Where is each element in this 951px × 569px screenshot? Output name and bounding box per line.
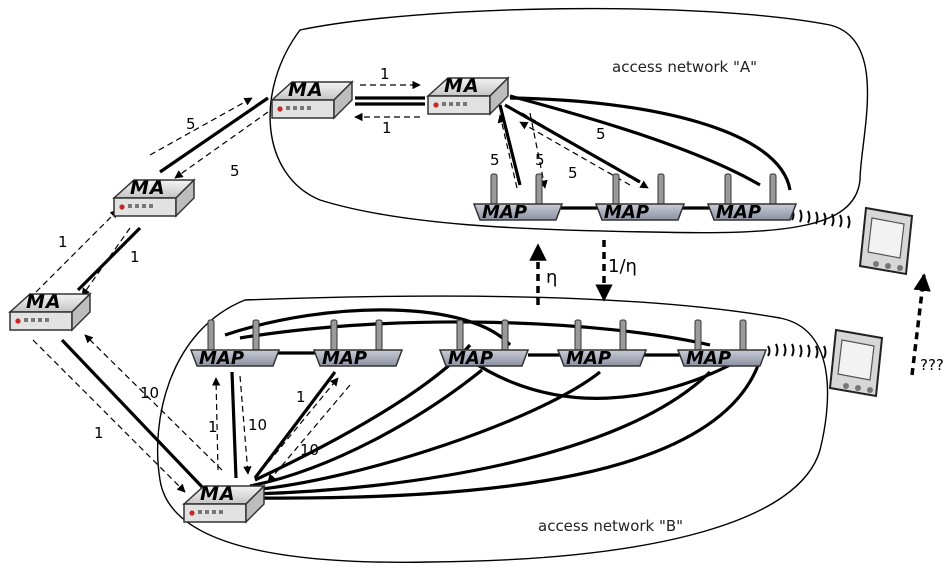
ma-label: MA (444, 75, 480, 97)
ma-node-left[interactable]: MA (9, 291, 91, 331)
edge-label: 1 (296, 388, 306, 406)
map-label: MAP (604, 202, 649, 223)
edge-label: 1 (208, 418, 218, 436)
map-label: MAP (482, 202, 527, 223)
unknown-handover-label: ??? (920, 356, 944, 374)
ma-node-network-b[interactable]: MA (183, 483, 265, 523)
wireless-links (767, 209, 851, 359)
dashed-links (32, 80, 649, 493)
edge-label: 5 (568, 164, 578, 182)
handover-arrows (529, 240, 931, 376)
handover-eta-label: η (546, 267, 557, 288)
ma-node-middle[interactable]: MA (113, 177, 195, 217)
mobile-device-network-a[interactable] (859, 207, 913, 275)
edge-label: 10 (300, 441, 319, 459)
ma-label: MA (26, 291, 62, 313)
solid-links (60, 94, 792, 500)
map-node-b1[interactable]: MAP (190, 319, 280, 369)
access-network-a-boundary (269, 7, 869, 234)
pda-icon (829, 329, 883, 397)
map-node-a1[interactable]: MAP (473, 173, 563, 223)
map-node-b4[interactable]: MAP (557, 319, 647, 369)
map-label: MAP (322, 348, 367, 369)
map-node-b2[interactable]: MAP (313, 319, 403, 369)
edge-label: 10 (248, 416, 267, 434)
ma-label: MA (130, 177, 166, 199)
edge-label: 5 (186, 115, 196, 133)
map-label: MAP (686, 348, 731, 369)
ma-node-network-a[interactable]: MA (427, 75, 509, 115)
edge-label: 1 (94, 424, 104, 442)
mobile-device-network-b[interactable] (829, 329, 883, 397)
map-label: MAP (199, 348, 244, 369)
ma-node-top[interactable]: MA (271, 79, 353, 119)
map-label: MAP (716, 202, 761, 223)
map-label: MAP (566, 348, 611, 369)
pda-icon (859, 207, 913, 275)
map-node-b5[interactable]: MAP (677, 319, 767, 369)
map-node-b3[interactable]: MAP (439, 319, 529, 369)
edge-label: 1 (58, 233, 68, 251)
edge-label: 10 (140, 384, 159, 402)
edge-label: 1 (382, 119, 392, 137)
map-node-a3[interactable]: MAP (707, 173, 797, 223)
edge-label: 5 (535, 151, 545, 169)
edge-label: 1 (380, 65, 390, 83)
ma-label: MA (200, 483, 236, 505)
map-node-a2[interactable]: MAP (595, 173, 685, 223)
map-label: MAP (448, 348, 493, 369)
access-network-b-label: access network "B" (538, 517, 683, 535)
edge-label: 5 (230, 162, 240, 180)
edge-label: 1 (130, 248, 140, 266)
access-network-a-label: access network "A" (612, 58, 757, 76)
edge-label: 5 (596, 125, 606, 143)
handover-inverse-eta-label: 1/η (608, 256, 637, 277)
ma-label: MA (288, 79, 324, 101)
edge-label: 5 (490, 151, 500, 169)
